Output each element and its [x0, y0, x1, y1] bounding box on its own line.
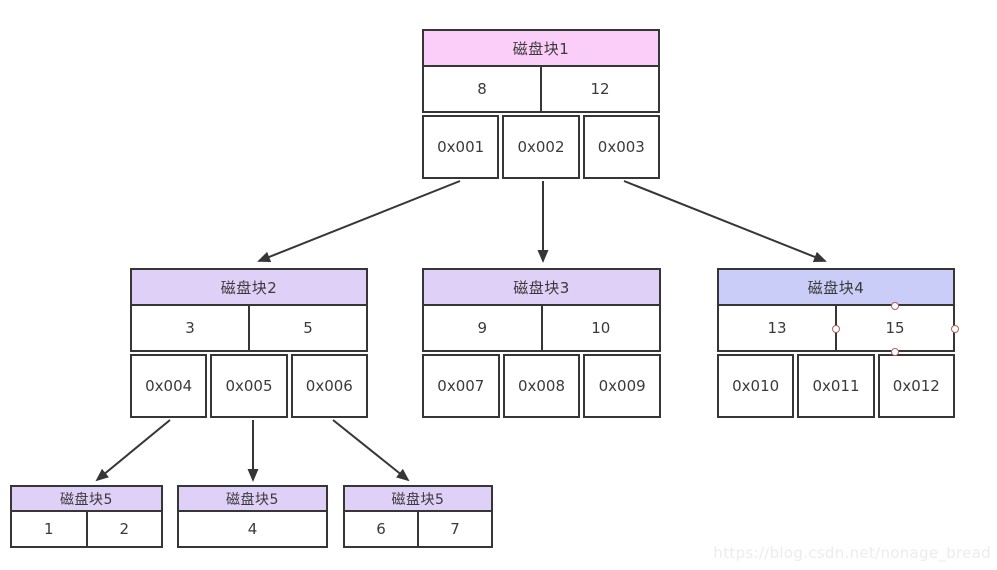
- key-cell[interactable]: 9: [477, 319, 488, 337]
- disk-block-4[interactable]: 磁盘块4 13 15 0x010 0x011 0x012: [717, 268, 955, 418]
- edge-block1-block4[interactable]: [623, 180, 827, 263]
- disk-block-1-header[interactable]: 磁盘块1: [422, 29, 660, 67]
- pointer-cell[interactable]: 0x004: [130, 354, 208, 418]
- key-cell[interactable]: 4: [247, 520, 258, 538]
- key-cell[interactable]: 1: [43, 520, 54, 538]
- key-cell[interactable]: 8: [477, 80, 487, 98]
- pointer-cell[interactable]: 0x008: [502, 354, 581, 418]
- edge-block1-block2[interactable]: [257, 180, 461, 263]
- key-cell[interactable]: 5: [248, 306, 366, 350]
- selection-handle-top[interactable]: [891, 302, 899, 310]
- disk-block-1-pointers-row: 0x001 0x002 0x003: [422, 115, 660, 179]
- disk-block-5b[interactable]: 磁盘块5 4: [177, 485, 328, 548]
- disk-block-5a-header[interactable]: 磁盘块5: [10, 485, 163, 512]
- edge-block2-block5c[interactable]: [332, 419, 410, 482]
- disk-block-5b-keys-row: 4: [177, 512, 328, 548]
- key-cell[interactable]: 6: [376, 520, 386, 538]
- key-cell[interactable]: 3: [185, 319, 195, 337]
- disk-block-5c[interactable]: 磁盘块5 6 7: [343, 485, 493, 548]
- pointer-cell[interactable]: 0x005: [210, 354, 288, 418]
- key-cell-selected[interactable]: 15: [835, 306, 953, 350]
- disk-block-4-pointers-row: 0x010 0x011 0x012: [717, 354, 955, 418]
- pointer-cell[interactable]: 0x007: [422, 354, 500, 418]
- key-cell[interactable]: 2: [85, 512, 162, 546]
- pointer-cell[interactable]: 0x010: [717, 354, 795, 418]
- disk-block-2-header[interactable]: 磁盘块2: [130, 268, 368, 306]
- disk-block-3-header[interactable]: 磁盘块3: [422, 268, 661, 306]
- disk-block-5a[interactable]: 磁盘块5 1 2: [10, 485, 163, 548]
- selection-handle-right[interactable]: [951, 325, 959, 333]
- disk-block-1[interactable]: 磁盘块1 8 12 0x001 0x002 0x003: [422, 29, 660, 179]
- pointer-cell[interactable]: 0x003: [582, 115, 660, 179]
- disk-block-2-pointers-row: 0x004 0x005 0x006: [130, 354, 368, 418]
- pointer-cell[interactable]: 0x011: [797, 354, 875, 418]
- disk-block-3-pointers-row: 0x007 0x008 0x009: [422, 354, 662, 418]
- edge-block2-block5a[interactable]: [95, 419, 171, 482]
- disk-block-4-keys-row: 13 15: [717, 306, 955, 352]
- pointer-cell[interactable]: 0x002: [502, 115, 580, 179]
- key-cell[interactable]: 12: [540, 67, 658, 111]
- disk-block-4-header[interactable]: 磁盘块4: [717, 268, 955, 306]
- disk-block-5c-header[interactable]: 磁盘块5: [343, 485, 493, 512]
- disk-block-2[interactable]: 磁盘块2 3 5 0x004 0x005 0x006: [130, 268, 368, 418]
- watermark-text: https://blog.csdn.net/nonage_bread: [713, 544, 991, 562]
- disk-block-5c-keys-row: 6 7: [343, 512, 493, 548]
- disk-block-3[interactable]: 磁盘块3 9 10 0x007 0x008 0x009: [422, 268, 662, 418]
- pointer-cell[interactable]: 0x001: [422, 115, 500, 179]
- pointer-cell[interactable]: 0x009: [583, 354, 662, 418]
- disk-block-5a-keys-row: 1 2: [10, 512, 163, 548]
- key-cell[interactable]: 7: [417, 512, 491, 546]
- pointer-cell[interactable]: 0x006: [290, 354, 368, 418]
- disk-block-3-keys-row: 9 10: [422, 306, 661, 352]
- key-cell[interactable]: 13: [767, 319, 787, 337]
- selection-handle-bottom[interactable]: [891, 348, 899, 356]
- disk-block-5b-header[interactable]: 磁盘块5: [177, 485, 328, 512]
- pointer-cell[interactable]: 0x012: [877, 354, 955, 418]
- key-cell[interactable]: 10: [540, 306, 660, 350]
- disk-block-2-keys-row: 3 5: [130, 306, 368, 352]
- disk-block-1-keys-row: 8 12: [422, 67, 660, 113]
- selection-handle-left[interactable]: [832, 325, 840, 333]
